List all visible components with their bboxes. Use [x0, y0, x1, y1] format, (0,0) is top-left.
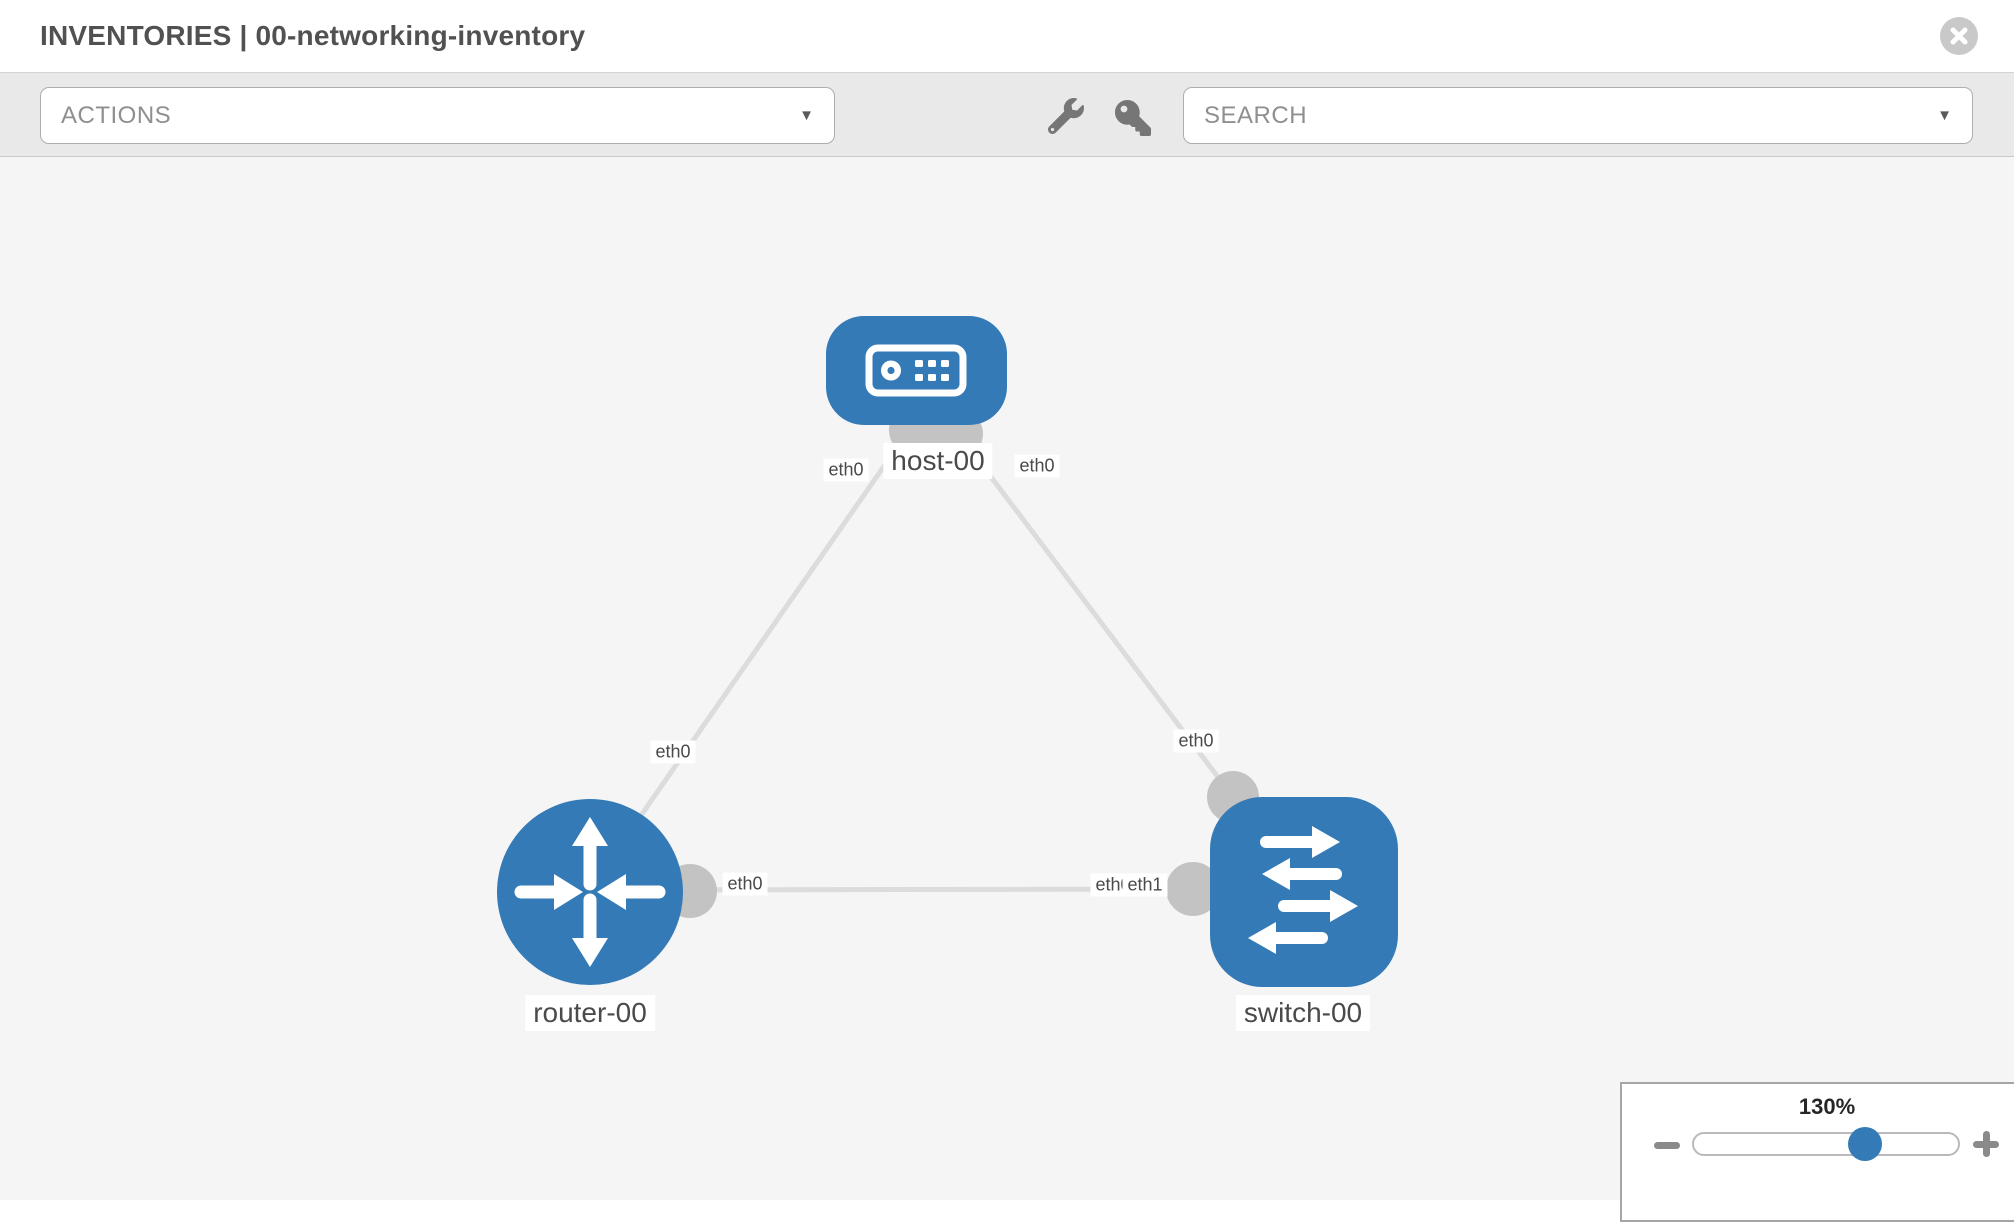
minus-icon	[1654, 1142, 1680, 1149]
host-icon	[865, 344, 967, 397]
header: INVENTORIES | 00-networking-inventory	[0, 0, 2014, 72]
iface-label-router-to-host: eth0	[650, 740, 696, 764]
node-router[interactable]	[497, 799, 683, 985]
node-label-host: host-00	[883, 443, 993, 479]
node-host[interactable]	[826, 316, 1007, 425]
node-label-switch: switch-00	[1235, 995, 1371, 1031]
switch-icon	[1248, 826, 1358, 954]
search-input[interactable]: SEARCH ▼	[1183, 87, 1973, 144]
chevron-down-icon: ▼	[1937, 107, 1952, 124]
interface-bubbles	[663, 404, 1259, 918]
iface-label-router-to-switch: eth0	[722, 872, 768, 896]
iface-label-switch-to-router-front: eth1	[1122, 873, 1168, 897]
actions-dropdown-label: ACTIONS	[61, 101, 172, 129]
close-button[interactable]	[1940, 17, 1978, 55]
key-icon[interactable]	[1115, 100, 1151, 136]
zoom-out-button[interactable]	[1652, 1138, 1682, 1152]
iface-label-host-to-switch: eth0	[1014, 454, 1060, 478]
page-title: INVENTORIES | 00-networking-inventory	[40, 20, 586, 51]
link-host-router[interactable]	[607, 424, 915, 862]
links	[589, 424, 1261, 893]
node-label-router: router-00	[525, 995, 655, 1031]
actions-dropdown[interactable]: ACTIONS ▼	[40, 87, 835, 144]
zoom-level: 130%	[1798, 1094, 1856, 1119]
iface-label-host-to-router: eth0	[823, 458, 869, 482]
router-icon	[514, 817, 666, 967]
toolbar: ACTIONS ▼ SEARCH ▼	[0, 72, 2014, 157]
chevron-down-icon: ▼	[799, 107, 814, 124]
zoom-slider-track[interactable]	[1692, 1132, 1960, 1156]
search-placeholder: SEARCH	[1204, 101, 1308, 129]
wrench-icon[interactable]	[1048, 98, 1084, 134]
zoom-in-button[interactable]	[1970, 1128, 2002, 1160]
topology-canvas: host-00 router-00 switch-00 eth0 eth0 et…	[0, 157, 2014, 1200]
zoom-slider-thumb[interactable]	[1848, 1127, 1882, 1161]
node-switch[interactable]	[1210, 797, 1398, 987]
zoom-panel: 130%	[1620, 1082, 2014, 1222]
iface-label-switch-to-host: eth0	[1173, 729, 1219, 753]
interface-bubble	[1166, 862, 1220, 916]
close-icon	[1950, 27, 1968, 45]
